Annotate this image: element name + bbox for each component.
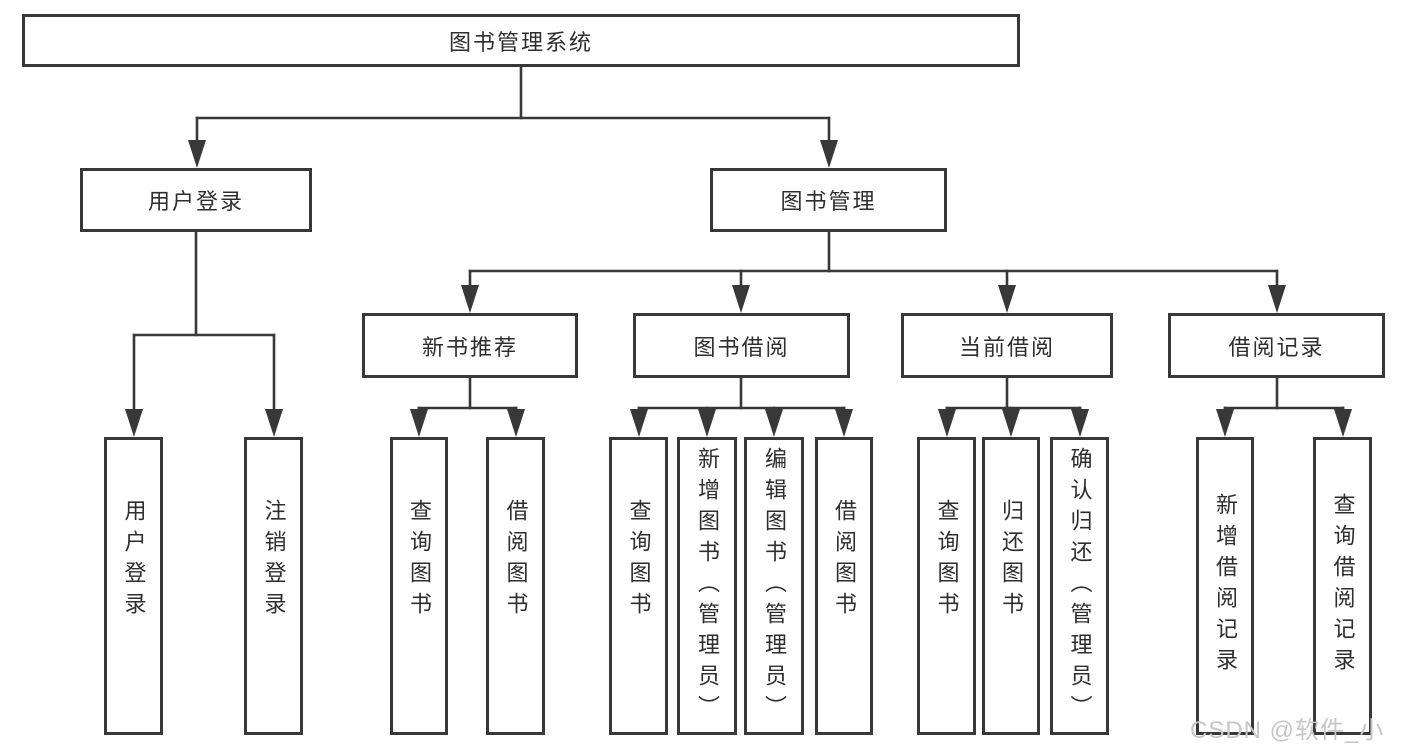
leaf-label: 新增借阅记录 — [1213, 493, 1238, 679]
leaf-add-books-admin: 新增图书（管理员） — [677, 437, 737, 735]
node-label: 图书管理系统 — [448, 29, 593, 55]
leaf-borrow-books-borrow: 借阅图书 — [815, 437, 873, 735]
leaf-logout-login: 注销登录 — [244, 437, 303, 735]
leaf-edit-books-admin: 编辑图书（管理员） — [744, 437, 804, 735]
leaf-add-borrow-record: 新增借阅记录 — [1196, 437, 1254, 735]
leaf-user-login: 用户登录 — [104, 437, 163, 735]
node-label: 图书借阅 — [693, 334, 790, 360]
csdn-watermark: CSDN @软件_小贺同学 — [1190, 717, 1385, 744]
node-label: 借阅记录 — [1228, 334, 1325, 360]
leaf-borrow-books-newrec: 借阅图书 — [486, 437, 545, 735]
leaf-label: 借阅图书 — [832, 499, 857, 623]
leaf-confirm-return-admin: 确认归还（管理员） — [1050, 437, 1109, 735]
leaf-label: 新增图书（管理员） — [695, 446, 720, 726]
node-label: 图书管理 — [780, 189, 877, 214]
node-borrowing-records: 借阅记录 — [1168, 313, 1385, 378]
node-new-book-recommendation: 新书推荐 — [362, 313, 578, 378]
leaf-query-books-newrec: 查询图书 — [390, 437, 448, 735]
leaf-label: 编辑图书（管理员） — [762, 446, 787, 726]
node-book-borrowing: 图书借阅 — [633, 313, 850, 378]
leaf-label: 查询图书 — [626, 499, 652, 623]
node-current-borrowing: 当前借阅 — [901, 313, 1113, 378]
leaf-query-books-current: 查询图书 — [917, 437, 976, 735]
node-user-login: 用户登录 — [80, 168, 312, 232]
leaf-label: 用户登录 — [121, 499, 147, 623]
leaf-label: 查询图书 — [407, 499, 432, 623]
leaf-label: 借阅图书 — [503, 499, 529, 623]
leaf-label: 查询借阅记录 — [1330, 493, 1356, 679]
node-library-management-system: 图书管理系统 — [22, 14, 1020, 67]
leaf-label: 确认归还（管理员） — [1067, 446, 1093, 726]
leaf-return-books: 归还图书 — [982, 437, 1040, 735]
leaf-label: 查询图书 — [934, 499, 960, 623]
node-label: 当前借阅 — [958, 334, 1055, 360]
leaf-query-borrow-record: 查询借阅记录 — [1313, 437, 1372, 735]
leaf-label: 注销登录 — [261, 499, 287, 623]
node-label: 新书推荐 — [421, 334, 518, 360]
leaf-label: 归还图书 — [999, 499, 1024, 623]
leaf-query-books-borrow: 查询图书 — [609, 437, 668, 735]
node-book-management: 图书管理 — [710, 168, 947, 232]
node-label: 用户登录 — [147, 189, 244, 214]
